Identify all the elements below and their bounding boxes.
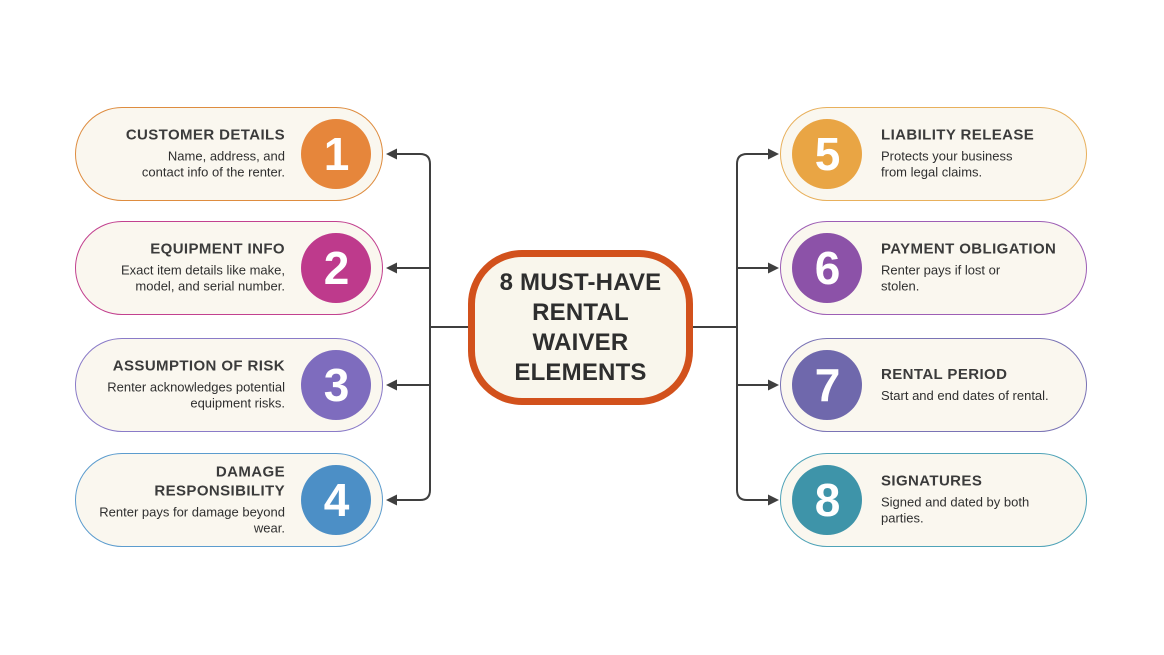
- number-badge: 5: [792, 119, 862, 189]
- number-badge: 6: [792, 233, 862, 303]
- center-node: 8 MUST-HAVE RENTAL WAIVER ELEMENTS: [468, 250, 693, 405]
- arrowhead-icon: [768, 148, 779, 160]
- number-badge: 7: [792, 350, 862, 420]
- node-assumption-of-risk: ASSUMPTION OF RISK Renter acknowledges p…: [75, 338, 383, 432]
- number-label: 4: [323, 474, 350, 526]
- number-badge: 8: [792, 465, 862, 535]
- number-label: 6: [814, 242, 841, 294]
- node-description: Renter acknowledges potential equipment …: [107, 379, 285, 411]
- number-label: 8: [814, 474, 841, 526]
- arrowhead-icon: [386, 262, 397, 274]
- node-equipment-info: EQUIPMENT INFO Exact item details like m…: [75, 221, 383, 315]
- node-description: Signed and dated by both parties.: [881, 494, 1030, 526]
- node-payment-obligation: 6 PAYMENT OBLIGATION Renter pays if lost…: [780, 221, 1087, 315]
- arrowhead-icon: [386, 379, 397, 391]
- node-text-block: LIABILITY RELEASE Protects your business…: [881, 127, 1087, 182]
- node-liability-release: 5 LIABILITY RELEASE Protects your busine…: [780, 107, 1087, 201]
- node-damage-responsibility: DAMAGE RESPONSIBILITY Renter pays for da…: [75, 453, 383, 547]
- node-title: CUSTOMER DETAILS: [125, 126, 285, 144]
- node-text-block: SIGNATURES Signed and dated by both part…: [881, 473, 1087, 528]
- node-rental-period: 7 RENTAL PERIOD Start and end dates of r…: [780, 338, 1087, 432]
- arrowhead-icon: [386, 494, 397, 506]
- number-badge: 2: [301, 233, 371, 303]
- node-text-block: EQUIPMENT INFO Exact item details like m…: [79, 241, 285, 296]
- node-text-block: RENTAL PERIOD Start and end dates of ren…: [881, 366, 1087, 404]
- node-title: LIABILITY RELEASE: [881, 126, 1035, 144]
- number-label: 1: [323, 128, 350, 180]
- node-title: ASSUMPTION OF RISK: [112, 357, 285, 375]
- number-badge: 1: [301, 119, 371, 189]
- connector-rail-left: [396, 153, 431, 501]
- connector-rail-right: [736, 153, 770, 501]
- number-badge: 3: [301, 350, 371, 420]
- node-signatures: 8 SIGNATURES Signed and dated by both pa…: [780, 453, 1087, 547]
- node-title: EQUIPMENT INFO: [150, 240, 285, 258]
- arrowhead-icon: [768, 379, 779, 391]
- arrowhead-icon: [768, 262, 779, 274]
- node-description: Start and end dates of rental.: [881, 387, 1049, 403]
- node-description: Renter pays if lost or stolen.: [881, 262, 1001, 294]
- node-description: Renter pays for damage beyond wear.: [99, 503, 285, 536]
- node-customer-details: CUSTOMER DETAILS Name, address, and cont…: [75, 107, 383, 201]
- arrowhead-icon: [768, 494, 779, 506]
- node-text-block: CUSTOMER DETAILS Name, address, and cont…: [79, 127, 285, 182]
- node-text-block: PAYMENT OBLIGATION Renter pays if lost o…: [881, 241, 1087, 296]
- node-title: SIGNATURES: [881, 472, 983, 490]
- node-text-block: ASSUMPTION OF RISK Renter acknowledges p…: [79, 358, 285, 413]
- arrowhead-icon: [386, 148, 397, 160]
- number-label: 7: [814, 359, 841, 411]
- node-description: Name, address, and contact info of the r…: [141, 148, 285, 180]
- node-description: Exact item details like make, model, and…: [120, 262, 285, 294]
- node-text-block: DAMAGE RESPONSIBILITY Renter pays for da…: [79, 463, 285, 537]
- number-label: 5: [814, 128, 841, 180]
- number-badge: 4: [301, 465, 371, 535]
- number-label: 2: [323, 242, 350, 294]
- node-description: Protects your business from legal claims…: [881, 148, 1013, 180]
- node-title: RENTAL PERIOD: [881, 365, 1008, 383]
- node-title: PAYMENT OBLIGATION: [881, 240, 1057, 258]
- center-title: 8 MUST-HAVE RENTAL WAIVER ELEMENTS: [499, 268, 662, 386]
- node-title: DAMAGE RESPONSIBILITY: [154, 463, 285, 499]
- number-label: 3: [323, 359, 350, 411]
